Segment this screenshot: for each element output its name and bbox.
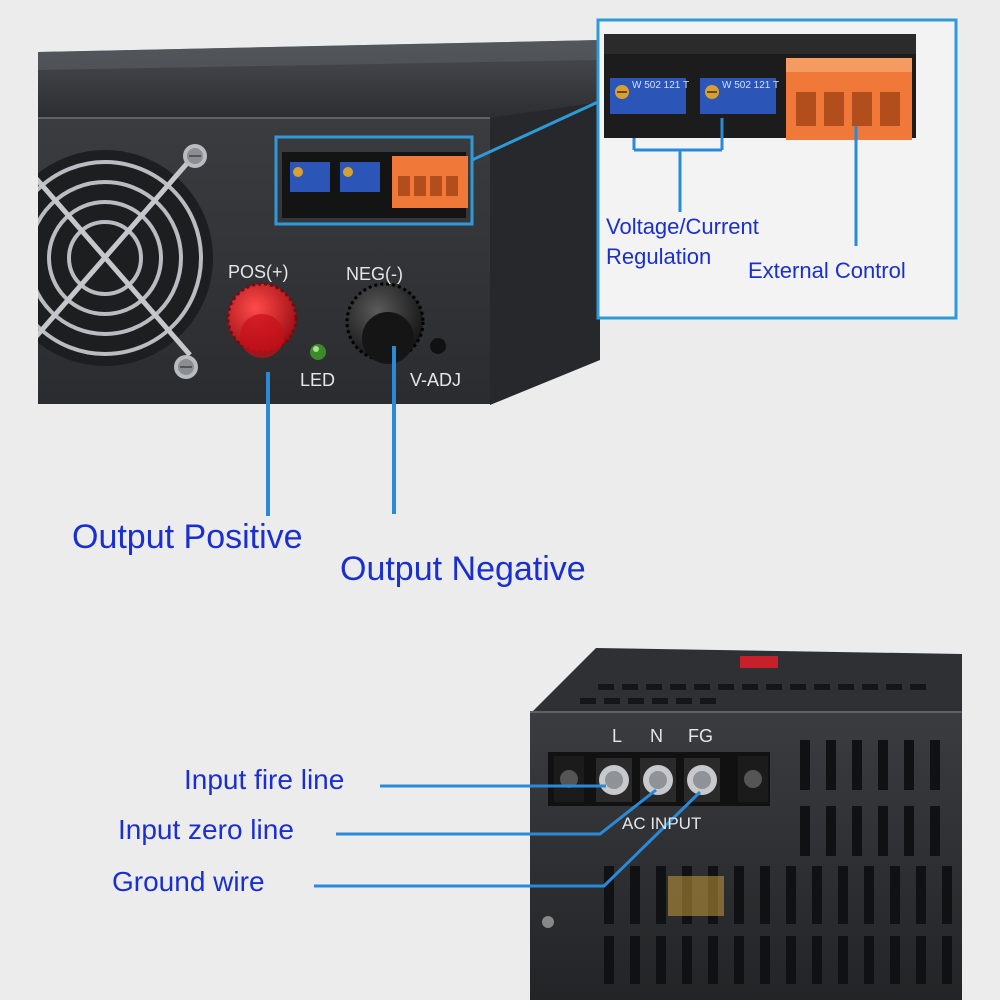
v-adj-label: V-ADJ [410,370,462,390]
fan-guard [0,118,213,408]
led-indicator [310,344,326,360]
chassis-screw [542,916,554,928]
control-module [274,135,474,226]
input-fire-line-label: Input fire line [184,764,345,795]
terminal-label-l: L [612,726,623,746]
ground-wire-label: Ground wire [112,866,265,897]
potentiometer-1 [610,78,686,114]
external-control-label: External Control [748,258,906,283]
neg-label: NEG(-) [346,264,403,284]
voltage-current-label-line2: Regulation [606,244,712,269]
top-power-supply [0,40,600,408]
led-label: LED [300,370,336,390]
ac-input-label: AC INPUT [622,814,702,833]
side-face [490,102,600,405]
label-sticker [740,656,778,668]
screw-bottom [174,355,198,379]
output-negative-label: Output Negative [340,550,586,588]
pot-1-text: W 502 121 T [632,80,690,91]
potentiometer-2 [700,78,776,114]
terminal-n [640,758,676,802]
screw-top [183,144,207,168]
pos-knob [226,282,298,358]
zero-line-pointer [336,788,657,836]
terminal-l [596,758,632,802]
pos-label: POS(+) [228,262,289,282]
lid-vents [580,684,926,704]
external-control-terminal [786,58,912,140]
v-adj-hole [430,338,446,354]
pot-2-text: W 502 121 T [722,80,780,91]
bottom-power-supply [530,648,962,1000]
output-positive-label: Output Positive [72,518,303,556]
ac-terminal-block [548,752,770,806]
terminal-label-fg: FG [688,726,713,746]
internal-transformer [668,876,724,916]
neg-knob [345,282,425,364]
voltage-current-label-line1: Voltage/Current [606,214,759,239]
terminal-fg [684,758,720,802]
zoom-inset [596,18,958,320]
terminal-label-n: N [650,726,663,746]
ground-wire-pointer [314,790,702,888]
bottom-lid [530,648,962,714]
inset-connector-line [471,100,599,162]
input-zero-line-label: Input zero line [118,814,294,845]
front-vents [604,740,952,984]
